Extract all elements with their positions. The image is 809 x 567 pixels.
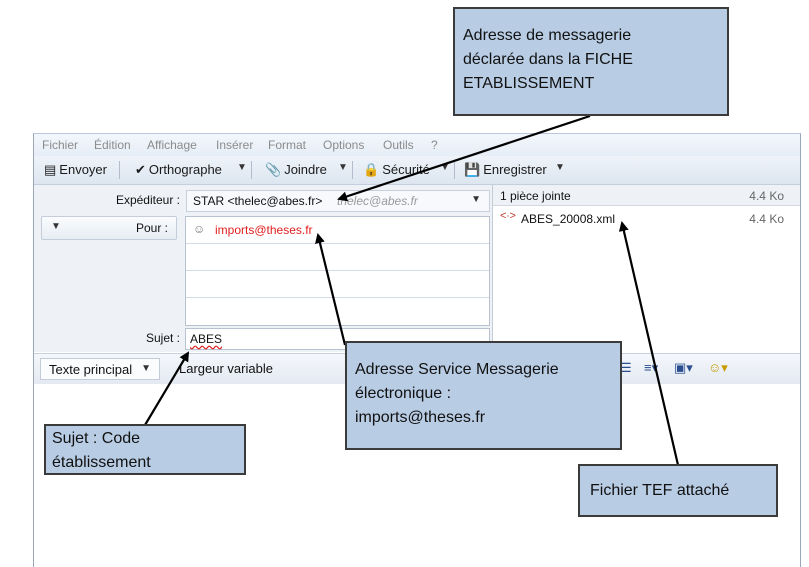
message-headers: Expéditeur : STAR <thelec@abes.fr> thele…	[34, 185, 493, 352]
from-value: STAR <thelec@abes.fr>	[193, 194, 323, 208]
attach-button[interactable]: 📎Joindre	[265, 162, 327, 178]
attachment-size: 4.4 Ko	[749, 212, 784, 226]
save-dropdown-icon[interactable]: ▼	[555, 162, 565, 173]
paragraph-style-select[interactable]: Texte principal ▼	[40, 358, 160, 380]
recipient-callout: Adresse Service Messagerie électronique …	[345, 341, 622, 450]
paragraph-style-value: Texte principal	[49, 362, 133, 377]
menu-view[interactable]: Affichage	[147, 138, 197, 152]
save-button[interactable]: 💾Enregistrer	[464, 162, 547, 178]
send-icon: ▤	[44, 162, 57, 177]
recipient-address[interactable]: imports@theses.fr	[215, 223, 313, 237]
toolbar: ▤Envoyer ✔Orthographe ▼ 📎Joindre ▼ 🔒Sécu…	[34, 156, 800, 185]
attachment-pane: 1 pièce jointe 4.4 Ko <∙> ABES_20008.xml…	[493, 185, 800, 352]
floppy-disk-icon: 💾	[464, 162, 481, 177]
subject-label: Sujet :	[145, 331, 180, 345]
lock-icon: 🔒	[363, 162, 380, 177]
security-dropdown-icon[interactable]: ▼	[440, 162, 450, 173]
menu-options[interactable]: Options	[323, 138, 365, 152]
checkmark-icon: ✔	[135, 162, 146, 177]
menu-insert[interactable]: Insérer	[216, 138, 254, 152]
attachment-header[interactable]: 1 pièce jointe 4.4 Ko	[493, 185, 800, 206]
toolbar-separator	[454, 161, 455, 179]
align-icon[interactable]: ≡▾	[644, 360, 659, 375]
paperclip-icon: 📎	[265, 162, 282, 177]
attachment-count: 1 pièce jointe	[500, 189, 571, 203]
menu-help[interactable]: ?	[431, 138, 438, 152]
sender-callout: Adresse de messagerie déclarée dans la F…	[453, 7, 729, 116]
menu-file[interactable]: Fichier	[42, 138, 79, 152]
recipient-row-empty[interactable]	[186, 298, 489, 324]
recipient-row-empty[interactable]	[186, 244, 489, 271]
toolbar-separator	[251, 161, 252, 179]
menu-tools[interactable]: Outils	[383, 138, 414, 152]
send-label: Envoyer	[59, 162, 107, 177]
toolbar-separator	[119, 161, 120, 179]
toolbar-separator	[352, 161, 353, 179]
recipient-row[interactable]: ☺ imports@theses.fr	[186, 217, 489, 244]
person-icon: ☺	[193, 222, 206, 236]
to-label: Pour :	[135, 221, 168, 235]
recipient-type-select[interactable]: ▼ Pour :	[41, 216, 177, 240]
from-hint: thelec@abes.fr	[337, 194, 418, 208]
spelling-button[interactable]: ✔Orthographe	[135, 162, 222, 178]
attachment-total-size: 4.4 Ko	[749, 189, 784, 203]
from-select[interactable]: STAR <thelec@abes.fr> thelec@abes.fr ▼	[186, 190, 490, 212]
security-label: Sécurité	[382, 162, 430, 177]
chevron-down-icon: ▼	[51, 221, 61, 232]
spelling-dropdown-icon[interactable]: ▼	[237, 162, 247, 173]
security-button[interactable]: 🔒Sécurité	[363, 162, 430, 178]
menu-format[interactable]: Format	[268, 138, 307, 152]
menu-edit[interactable]: Édition	[94, 138, 131, 152]
chevron-down-icon: ▼	[471, 194, 481, 205]
spelling-label: Orthographe	[148, 162, 222, 177]
smiley-icon[interactable]: ☺▾	[708, 360, 728, 375]
attachment-item[interactable]: <∙> ABES_20008.xml 4.4 Ko	[493, 210, 800, 228]
recipient-row-empty[interactable]	[186, 271, 489, 298]
menu-bar: Fichier Édition Affichage Insérer Format…	[34, 134, 800, 156]
attach-dropdown-icon[interactable]: ▼	[338, 162, 348, 173]
attachment-name: ABES_20008.xml	[521, 212, 616, 226]
recipient-list: ☺ imports@theses.fr	[185, 216, 490, 326]
color-picker-icon[interactable]: ▣▾	[674, 360, 693, 375]
file-callout: Fichier TEF attaché	[578, 464, 778, 517]
save-label: Enregistrer	[483, 162, 547, 177]
send-button[interactable]: ▤Envoyer	[44, 162, 107, 178]
subject-callout: Sujet : Code établissement	[44, 424, 246, 475]
subject-value: ABES	[190, 332, 223, 346]
from-label: Expéditeur :	[115, 193, 180, 207]
font-select[interactable]: Largeur variable	[170, 358, 330, 378]
attach-label: Joindre	[284, 162, 327, 177]
chevron-down-icon: ▼	[141, 363, 151, 374]
font-value: Largeur variable	[179, 361, 273, 376]
xml-file-icon: <∙>	[500, 210, 516, 222]
